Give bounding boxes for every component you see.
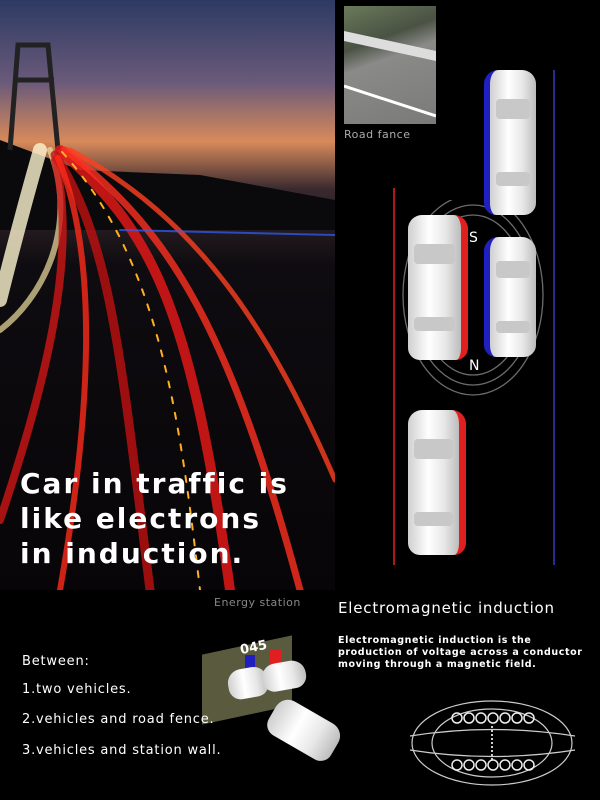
highway-night-photo: [0, 0, 338, 595]
headline-line: like electrons: [20, 502, 262, 535]
energy-station-label: Energy station: [214, 596, 301, 609]
solenoid-field-diagram: [409, 700, 576, 786]
em-induction-description: Electromagnetic induction is the product…: [338, 635, 583, 670]
south-pole-label: S: [469, 230, 478, 246]
light-trails: [0, 42, 338, 595]
car-top: [484, 70, 536, 215]
car-middle-right: [484, 237, 536, 357]
road-fence-caption: Road fance: [344, 128, 411, 141]
between-item: 1.two vehicles.: [22, 682, 132, 697]
headline-line: Car in traffic is: [20, 467, 289, 500]
blue-conductor-line: [553, 70, 555, 565]
between-item: 2.vehicles and road fence.: [22, 712, 215, 727]
between-title: Between:: [22, 654, 90, 669]
between-item: 3.vehicles and station wall.: [22, 743, 222, 758]
red-conductor-line: [393, 188, 395, 565]
em-induction-title: Electromagnetic induction: [338, 599, 555, 617]
headline-line: in induction.: [20, 537, 245, 570]
north-pole-label: N: [469, 358, 480, 374]
bridge-tower: [7, 42, 61, 151]
car-bottom: [408, 410, 466, 555]
car-middle-left: [408, 215, 468, 360]
road-fence-photo: [344, 6, 436, 124]
headline: Car in traffic is like electrons in indu…: [20, 466, 289, 571]
energy-station-illustration: 045: [200, 620, 346, 766]
